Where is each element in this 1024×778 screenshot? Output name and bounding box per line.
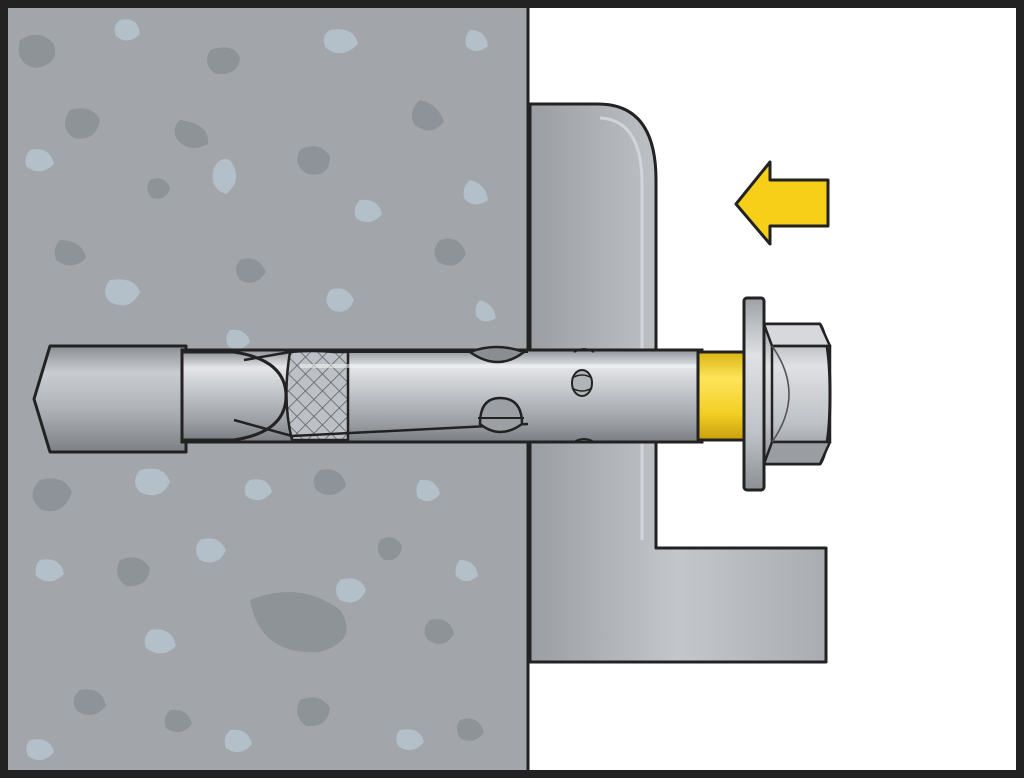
knurled-grip [285,349,350,442]
push-direction-arrow-icon [734,160,830,246]
sleeve-anchor [180,345,704,444]
sleeve-dimple [571,369,593,397]
concrete-aggregate [18,19,496,761]
expansion-cone [180,350,288,442]
spacer-ring [696,350,746,442]
bracket-edge-highlight [599,116,644,540]
washer [742,296,766,492]
sleeve-slot-bottom [478,396,524,434]
sleeve-slot-top [467,345,527,364]
drilled-hole [32,344,188,454]
hex-head [762,322,832,466]
angle-bracket [528,102,828,664]
